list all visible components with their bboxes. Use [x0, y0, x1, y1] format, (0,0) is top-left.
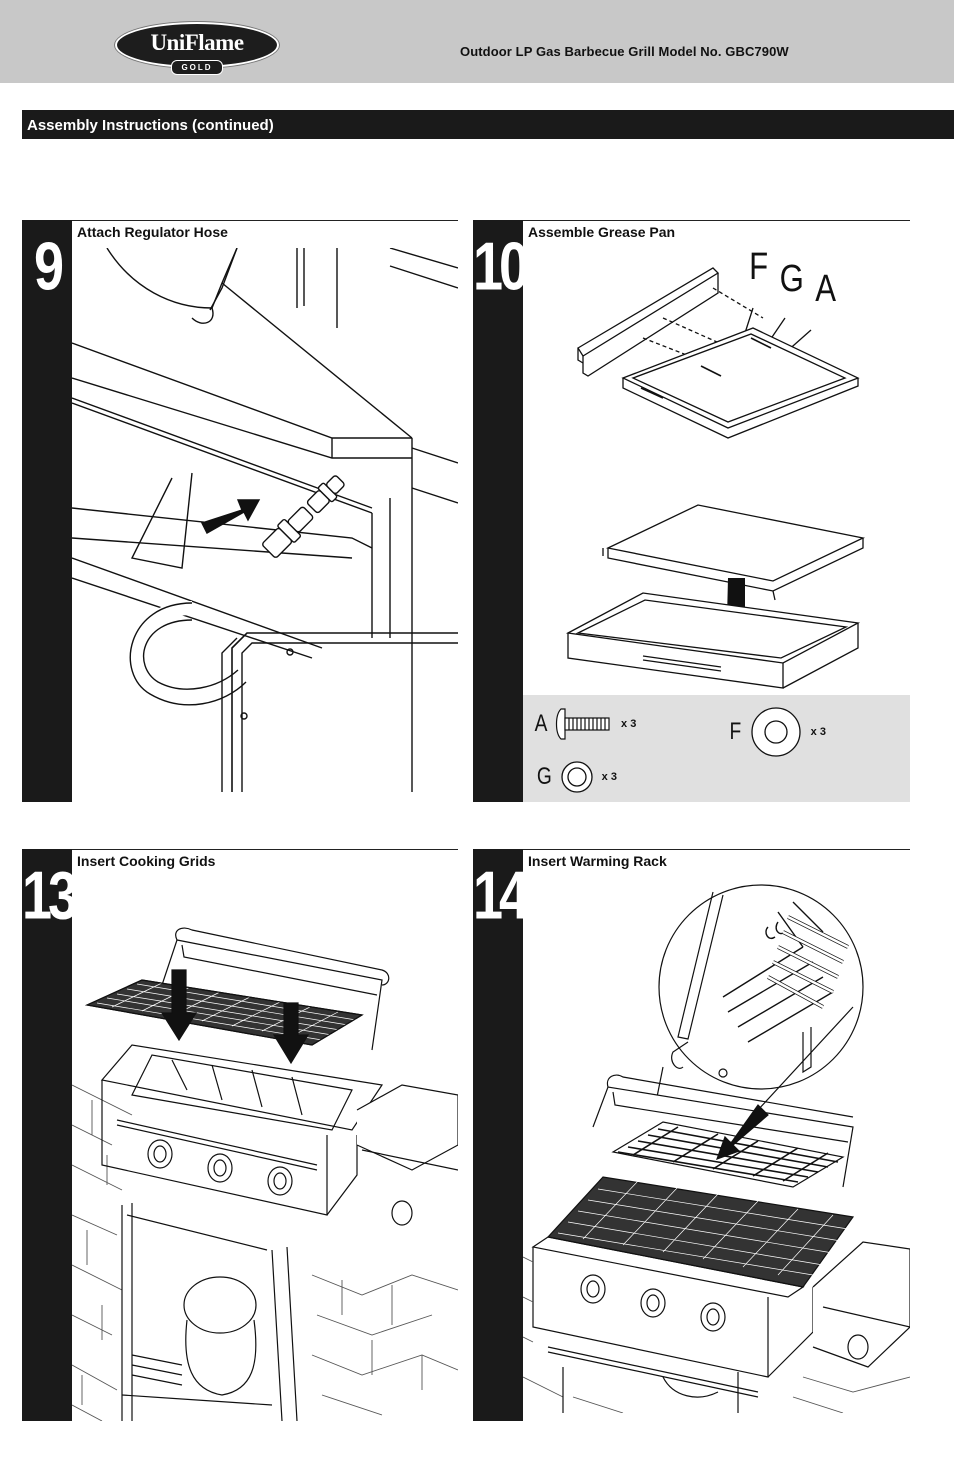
- hardware-item-g: G x 3: [535, 760, 617, 794]
- step-divider: [72, 220, 458, 221]
- step-divider: [523, 849, 910, 850]
- step-divider: [523, 220, 910, 221]
- document-title: Outdoor LP Gas Barbecue Grill Model No. …: [460, 44, 789, 59]
- hardware-count: x 3: [621, 718, 637, 730]
- hardware-item-a: A x 3: [533, 705, 636, 743]
- callout-a: A: [815, 268, 837, 310]
- hardware-box: A x 3 F x 3 G x 3: [523, 695, 910, 802]
- step-title: Attach Regulator Hose: [77, 224, 228, 240]
- step-number-strip: 13: [22, 849, 78, 1421]
- step-number-strip: 10: [473, 220, 529, 802]
- grease-pan-illustration: [523, 248, 910, 695]
- logo-brand: UniFlame: [150, 30, 244, 55]
- step-10-panel: 10 Assemble Grease Pan F G A: [473, 220, 910, 802]
- hardware-count: x 3: [601, 771, 617, 783]
- callout-f: F: [749, 246, 769, 288]
- cooking-grids-illustration: [72, 885, 458, 1421]
- step-14-panel: 14 Insert Warming Rack: [473, 849, 910, 1421]
- step-title: Assemble Grease Pan: [528, 224, 676, 240]
- step-9-panel: 9 Attach Regulator Hose: [22, 220, 458, 802]
- hardware-letter: F: [729, 718, 742, 745]
- step-number: 13: [22, 858, 78, 934]
- step-divider: [72, 849, 458, 850]
- hardware-count: x 3: [810, 726, 826, 738]
- step-number: 14: [473, 858, 529, 934]
- warming-rack-illustration: [523, 877, 910, 1413]
- lock-washer-icon: [561, 761, 593, 793]
- section-title: Assembly Instructions (continued): [27, 117, 274, 134]
- hardware-letter: A: [534, 710, 548, 737]
- flat-washer-icon: [751, 707, 801, 757]
- hardware-item-f: F x 3: [728, 705, 826, 759]
- callout-g: G: [779, 258, 804, 300]
- step-number: 9: [33, 229, 64, 305]
- step-number-strip: 9: [22, 220, 72, 802]
- header-band: UniFlame GOLD Outdoor LP Gas Barbecue Gr…: [0, 0, 954, 83]
- step-number-strip: 14: [473, 849, 529, 1421]
- uniflame-logo: UniFlame GOLD: [115, 22, 279, 80]
- step-13-panel: 13 Insert Cooking Grids: [22, 849, 458, 1421]
- step-number: 10: [473, 229, 529, 305]
- section-bar: Assembly Instructions (continued): [22, 110, 954, 139]
- step-title: Insert Cooking Grids: [77, 853, 216, 869]
- hardware-letter: G: [536, 763, 552, 790]
- bolt-icon: [555, 708, 610, 740]
- step-title: Insert Warming Rack: [528, 853, 667, 869]
- regulator-hose-illustration: [72, 248, 458, 792]
- logo-sub: GOLD: [171, 60, 223, 75]
